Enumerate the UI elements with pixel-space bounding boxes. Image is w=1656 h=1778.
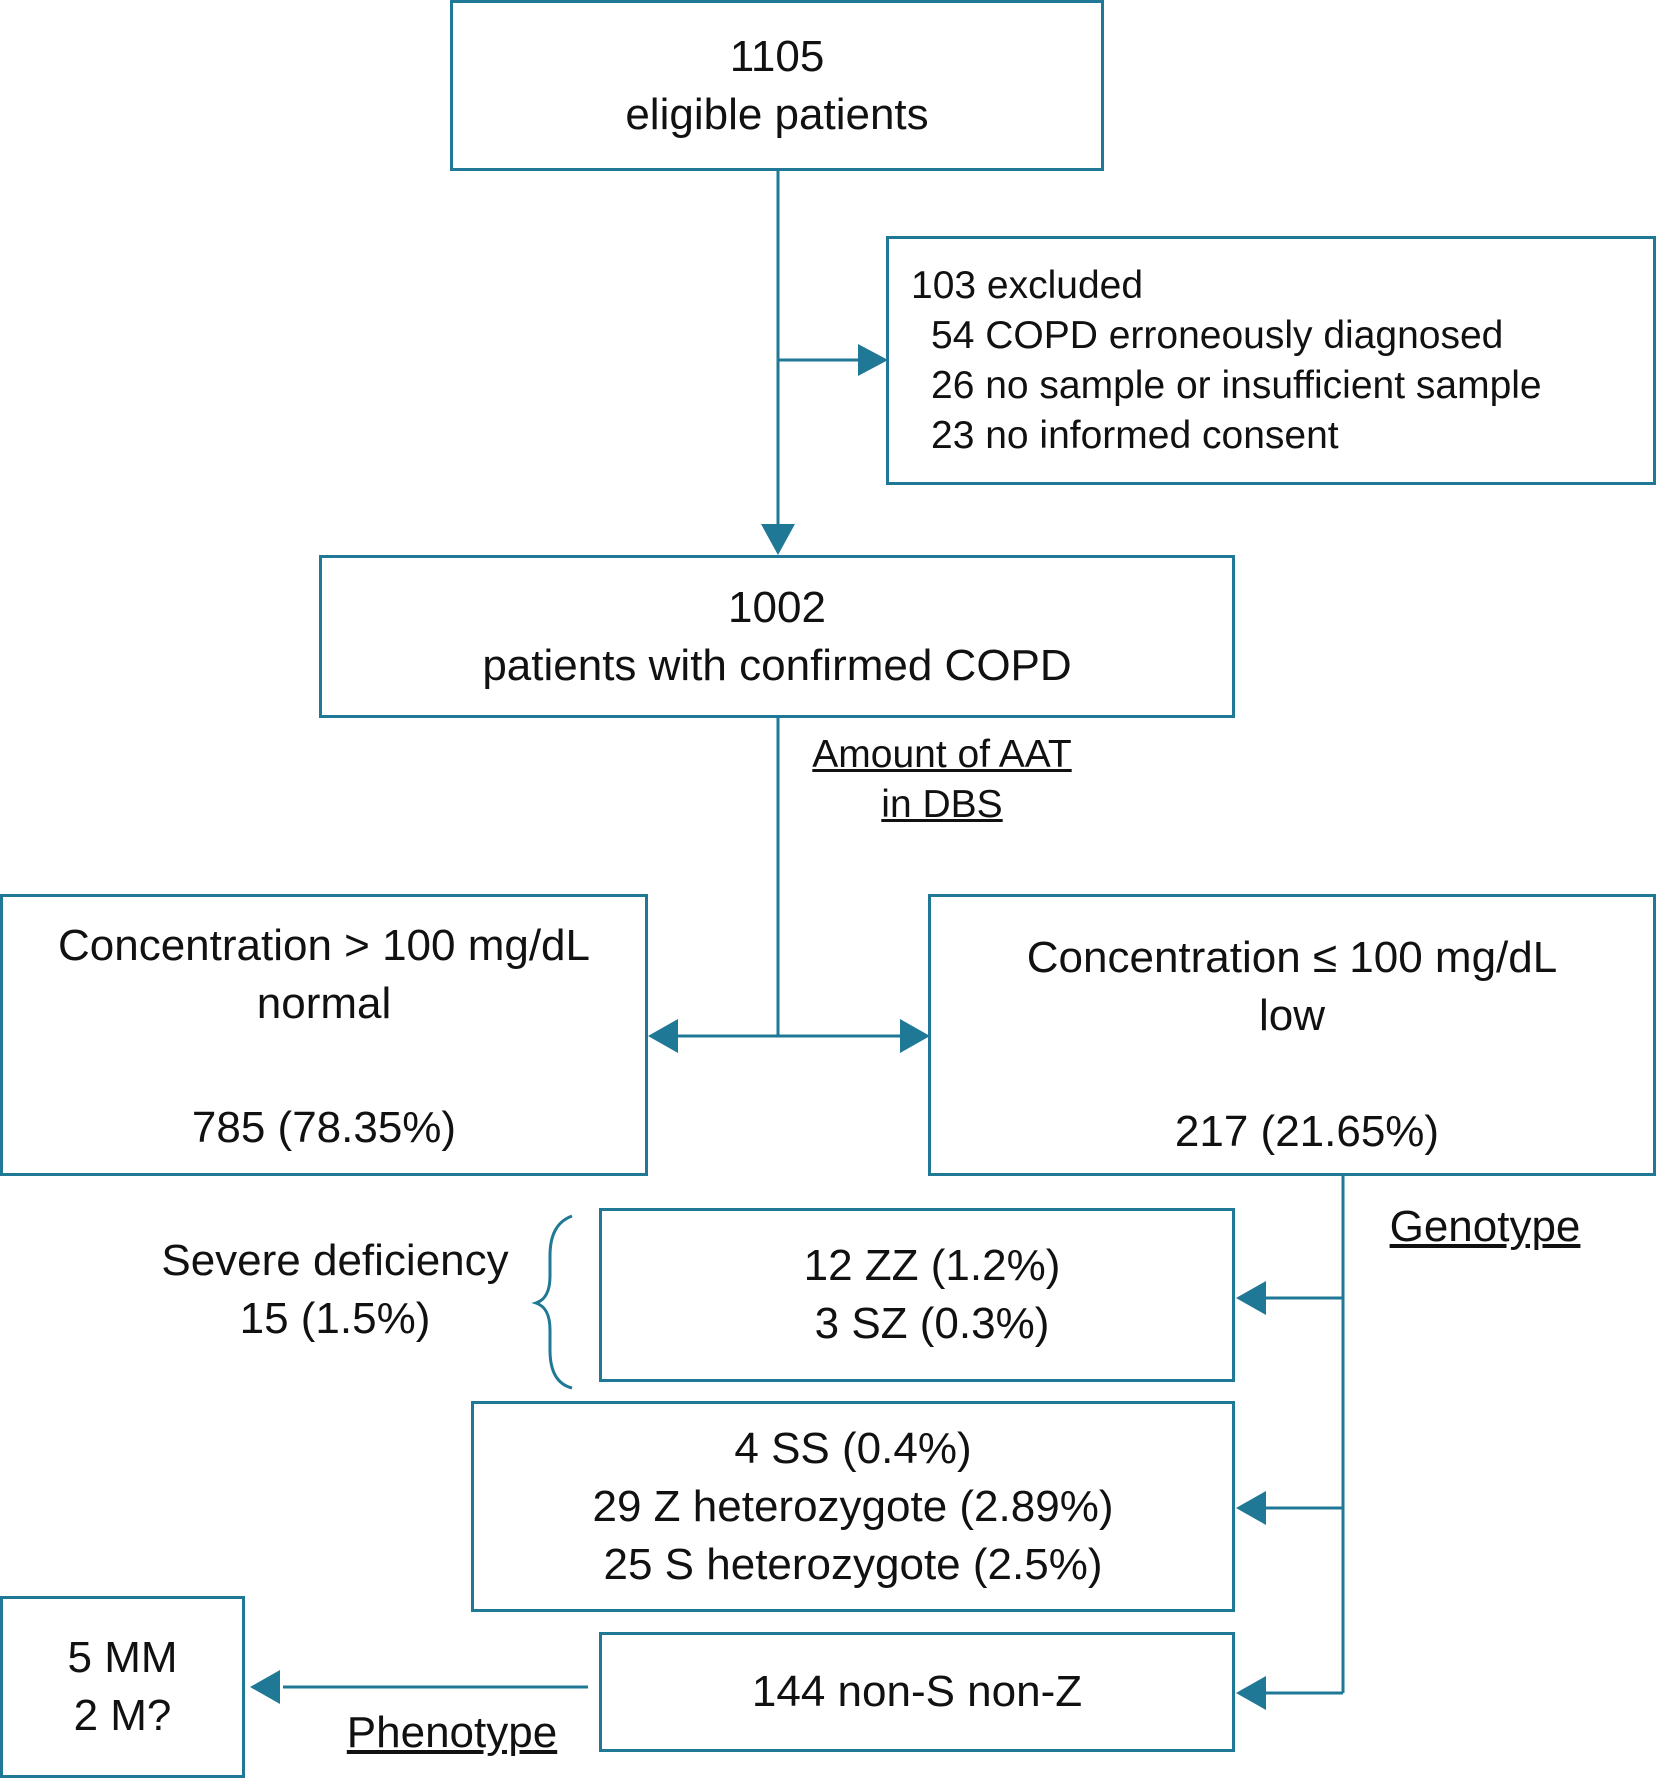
mm-line: 5 MM [67, 1633, 178, 1682]
mm-line: 2 M? [73, 1691, 172, 1740]
hetero-line: 25 S heterozygote (2.5%) [603, 1539, 1103, 1589]
excluded-item: 23 no informed consent [931, 414, 1339, 457]
arrowhead-hetero [1236, 1491, 1266, 1525]
severe-label: Severe deficiency [161, 1236, 509, 1285]
zz-sz-line: 3 SZ (0.3%) [814, 1299, 1050, 1348]
zz-sz-line: 12 ZZ (1.2%) [803, 1241, 1061, 1290]
excluded-item: 54 COPD erroneously diagnosed [931, 314, 1504, 357]
severe-value: 15 (1.5%) [239, 1294, 431, 1343]
arrowhead-nonsz [1236, 1676, 1266, 1710]
hetero-line: 29 Z heterozygote (2.89%) [592, 1481, 1114, 1531]
aat-label-line: Amount of AAT [812, 733, 1072, 776]
hetero-line: 4 SS (0.4%) [734, 1423, 972, 1473]
nonsz-box: 144 non-S non-Z [599, 1632, 1235, 1752]
aat-label: Amount of AAT in DBS [790, 730, 1094, 830]
arrowhead-phenotype [250, 1670, 280, 1704]
excluded-item: 26 no sample or insufficient sample [931, 364, 1542, 407]
low-result: 217 (21.65%) [1174, 1107, 1440, 1156]
eligible-count: 1105 [729, 31, 825, 81]
excluded-title: 103 excluded [911, 264, 1144, 307]
normal-line1: Concentration > 100 mg/dL [57, 921, 591, 970]
eligible-box: 1105 eligible patients [450, 0, 1104, 171]
confirmed-label: patients with confirmed COPD [482, 640, 1072, 690]
aat-label-line: in DBS [881, 783, 1003, 826]
low-line1: Concentration ≤ 100 mg/dL [1026, 933, 1558, 982]
normal-box: Concentration > 100 mg/dL normal 785 (78… [0, 894, 648, 1176]
normal-line2: normal [256, 979, 392, 1028]
arrowhead-excluded [858, 344, 888, 376]
arrowhead-confirmed [761, 524, 795, 555]
confirmed-count: 1002 [728, 582, 826, 632]
low-box: Concentration ≤ 100 mg/dL low 217 (21.65… [928, 894, 1656, 1176]
arrowhead-low [900, 1019, 930, 1053]
confirmed-box: 1002 patients with confirmed COPD [319, 555, 1235, 718]
hetero-box: 4 SS (0.4%) 29 Z heterozygote (2.89%) 25… [471, 1401, 1235, 1612]
phenotype-label: Phenotype [346, 1708, 558, 1757]
excluded-box: 103 excluded 54 COPD erroneously diagnos… [886, 236, 1656, 485]
severe-brace [531, 1214, 573, 1390]
mm-box: 5 MM 2 M? [0, 1596, 245, 1778]
genotype-label: Genotype [1389, 1202, 1581, 1251]
zz-sz-box: 12 ZZ (1.2%) 3 SZ (0.3%) [599, 1208, 1235, 1382]
low-line2: low [1258, 991, 1326, 1040]
arrowhead-zz-sz [1236, 1281, 1266, 1315]
normal-result: 785 (78.35%) [191, 1103, 457, 1152]
severe-label-group: Severe deficiency 15 (1.5%) [130, 1232, 540, 1348]
arrowhead-normal [648, 1019, 678, 1053]
nonsz-label: 144 non-S non-Z [751, 1667, 1083, 1716]
eligible-label: eligible patients [625, 89, 929, 139]
